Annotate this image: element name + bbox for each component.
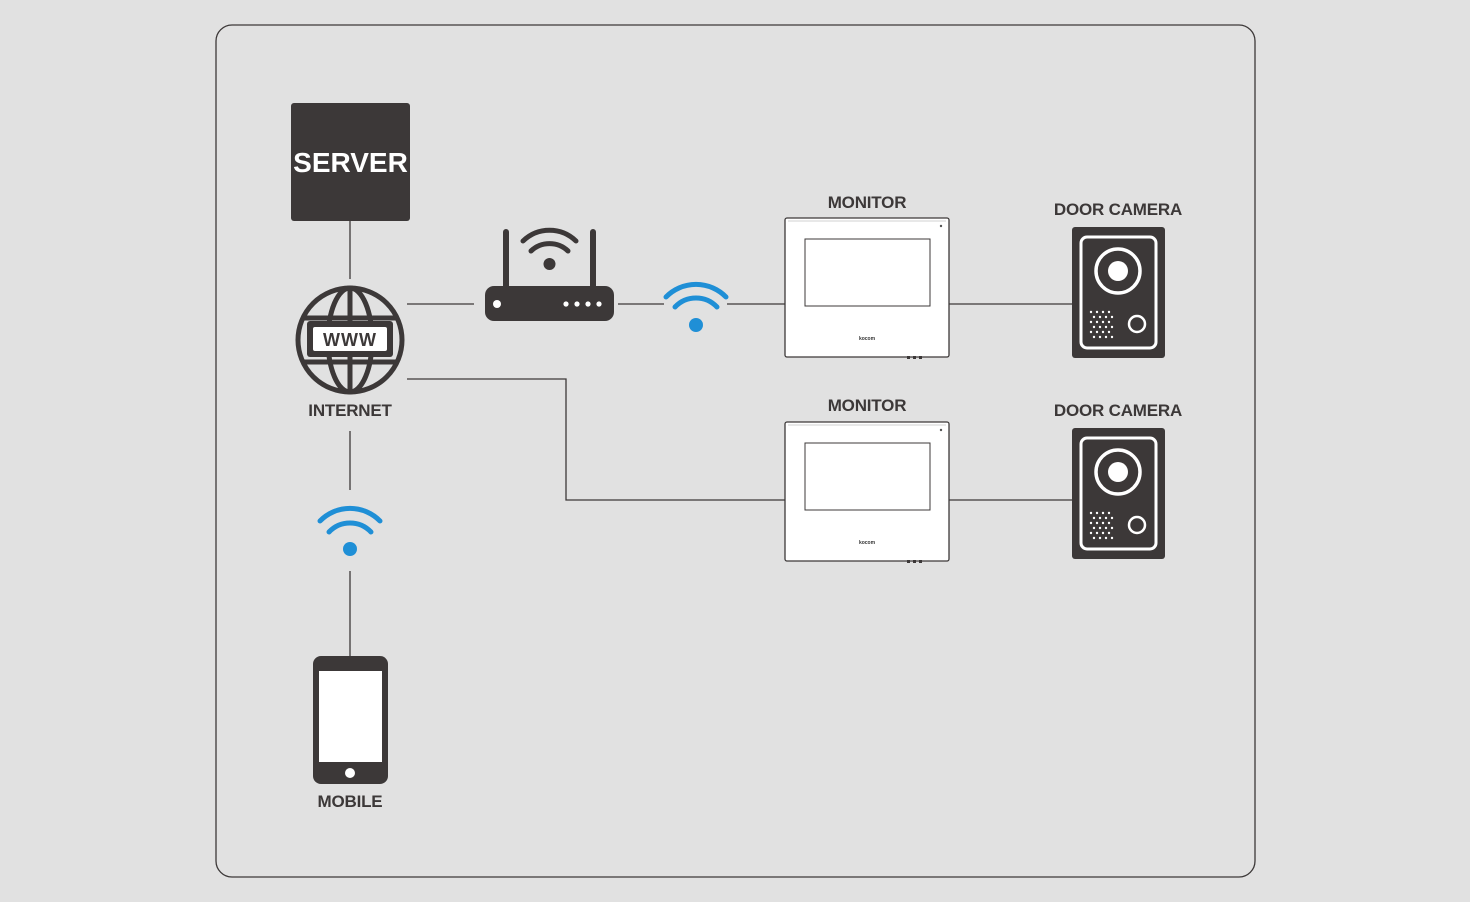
internet-label: INTERNET bbox=[308, 401, 392, 420]
monitor-label: MONITOR bbox=[828, 396, 907, 415]
door-camera-label: DOOR CAMERA bbox=[1054, 200, 1182, 219]
monitor-label: MONITOR bbox=[828, 193, 907, 212]
speaker-grille bbox=[1089, 310, 1114, 339]
monitor-brand: kocom bbox=[859, 336, 876, 342]
door-camera-label: DOOR CAMERA bbox=[1054, 401, 1182, 420]
mobile-label: MOBILE bbox=[318, 792, 383, 811]
server-node: SERVER bbox=[291, 103, 410, 221]
monitor-brand: kocom bbox=[859, 540, 876, 546]
connection-lines bbox=[349, 221, 1072, 656]
door-camera-panel bbox=[1072, 428, 1165, 559]
video-intercom-monitor: kocom bbox=[784, 217, 950, 359]
server-label: SERVER bbox=[293, 147, 408, 178]
www-label: WWW bbox=[323, 330, 377, 350]
server-box bbox=[291, 103, 410, 221]
wifi-icon bbox=[663, 281, 729, 332]
diagram-frame bbox=[215, 24, 1256, 878]
line-internet-monitor2 bbox=[407, 378, 785, 501]
door-camera-panel bbox=[1072, 227, 1165, 358]
wifi-router-icon bbox=[485, 227, 614, 321]
speaker-grille bbox=[1089, 511, 1114, 540]
www-badge-inner bbox=[313, 327, 387, 351]
wifi-icon bbox=[317, 505, 383, 556]
smartphone-icon bbox=[313, 656, 388, 784]
video-intercom-monitor: kocom bbox=[784, 421, 950, 563]
